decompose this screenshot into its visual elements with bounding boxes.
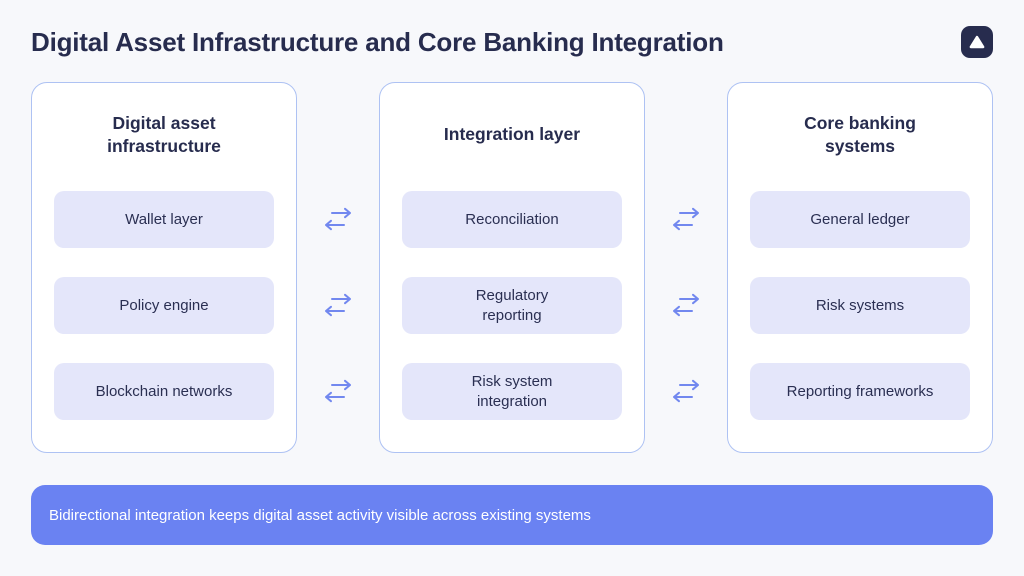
bidirectional-arrow-icon <box>671 362 701 419</box>
node-policy-engine: Policy engine <box>54 277 274 334</box>
node-reconciliation: Reconciliation <box>402 191 622 248</box>
bidirectional-arrow-icon <box>671 190 701 247</box>
header: Digital Asset Infrastructure and Core Ba… <box>31 0 993 60</box>
node-risk-systems: Risk systems <box>750 277 970 334</box>
triangle-up-icon <box>969 35 985 49</box>
footer-banner-text: Bidirectional integration keeps digital … <box>49 506 591 524</box>
connector-column-right <box>646 82 726 453</box>
node-risk-system-integration: Risk system integration <box>402 363 622 420</box>
column-title: Digital asset infrastructure <box>107 112 221 156</box>
diagram-columns: Digital asset infrastructure Wallet laye… <box>31 82 993 453</box>
footer-banner: Bidirectional integration keeps digital … <box>31 485 993 545</box>
connector-column-left <box>298 82 378 453</box>
column-title: Integration layer <box>443 124 581 145</box>
column-title: Core banking systems <box>804 112 916 156</box>
bidirectional-arrow-icon <box>323 362 353 419</box>
node-reporting-frameworks: Reporting frameworks <box>750 363 970 420</box>
page-title: Digital Asset Infrastructure and Core Ba… <box>31 26 724 57</box>
node-general-ledger: General ledger <box>750 191 970 248</box>
bidirectional-arrow-icon <box>671 276 701 333</box>
node-regulatory-reporting: Regulatory reporting <box>402 277 622 334</box>
column-integration-layer: Integration layer Reconciliation Regulat… <box>379 82 645 453</box>
node-blockchain-networks: Blockchain networks <box>54 363 274 420</box>
brand-logo <box>961 26 993 58</box>
bidirectional-arrow-icon <box>323 276 353 333</box>
column-digital-asset-infrastructure: Digital asset infrastructure Wallet laye… <box>31 82 297 453</box>
bidirectional-arrow-icon <box>323 190 353 247</box>
node-wallet-layer: Wallet layer <box>54 191 274 248</box>
column-core-banking-systems: Core banking systems General ledger Risk… <box>727 82 993 453</box>
